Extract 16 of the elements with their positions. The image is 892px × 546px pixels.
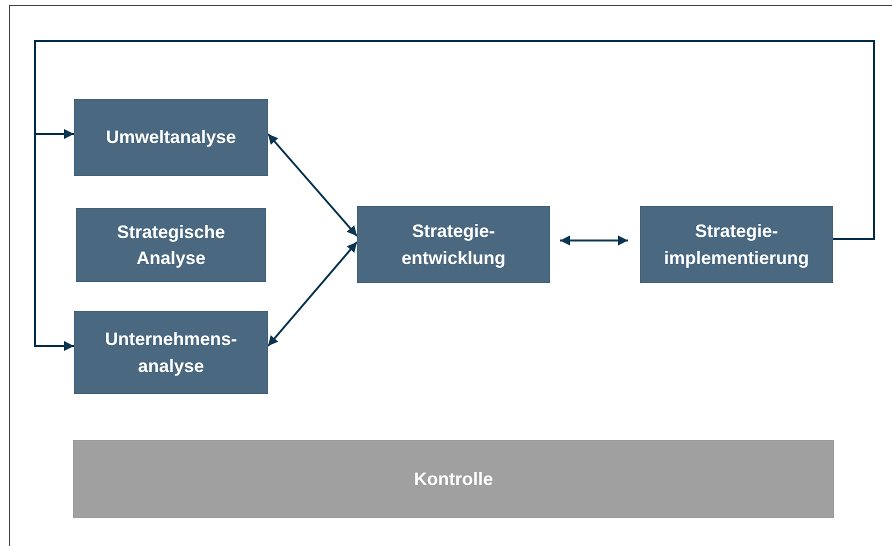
box-label: Umweltanalyse — [106, 126, 236, 150]
control-bar — [73, 440, 834, 518]
process-box — [74, 99, 268, 176]
arrow — [560, 236, 628, 246]
arrow — [267, 133, 358, 237]
arrow — [34, 40, 875, 351]
process-box — [640, 206, 833, 283]
box-label: Kontrolle — [414, 468, 493, 491]
process-box — [357, 206, 550, 283]
box-label: Unternehmens- analyse — [104, 328, 238, 378]
arrow — [267, 241, 358, 347]
box-label: Strategie- implementierung — [662, 220, 810, 270]
box-label: Strategie- entwicklung — [400, 220, 506, 270]
box-label: Strategische Analyse — [116, 220, 226, 270]
process-box — [74, 311, 268, 394]
process-box — [76, 208, 266, 282]
